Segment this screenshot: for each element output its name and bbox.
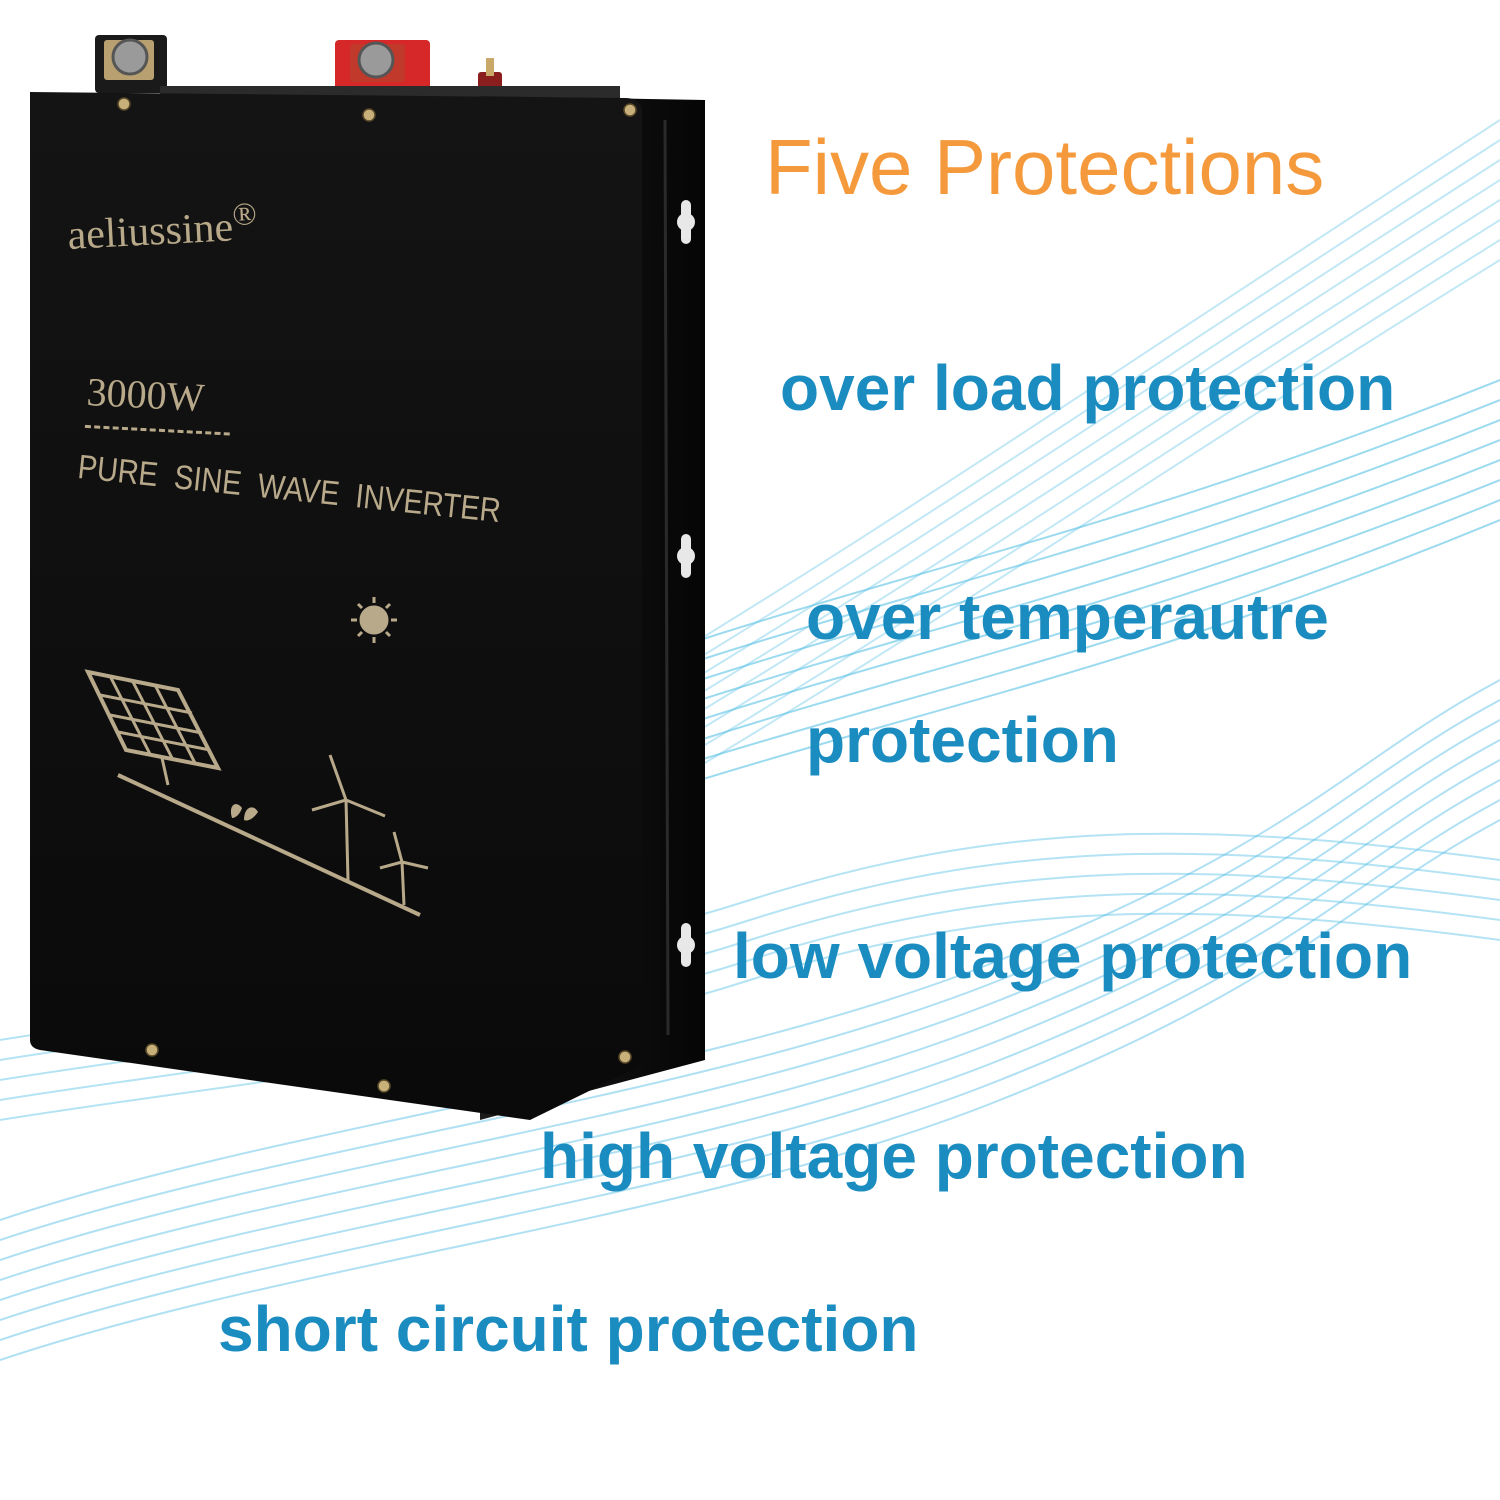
power-rating: 3000W bbox=[84, 368, 233, 436]
feature-over-temperature-line2: protection bbox=[806, 703, 1119, 776]
sun-icon bbox=[351, 597, 397, 643]
screw-icon bbox=[117, 97, 637, 1093]
product-brand: aeliussine® bbox=[66, 195, 259, 260]
headline: Five Protections bbox=[765, 123, 1325, 211]
wave-band-upper bbox=[599, 119, 1500, 785]
wave-band-middle bbox=[699, 379, 1500, 781]
brand-name: aeliussine bbox=[66, 204, 235, 259]
sprout-icon bbox=[230, 804, 258, 821]
solar-panel-icon bbox=[84, 669, 222, 786]
feature-over-temperature-line1: over temperautre bbox=[806, 581, 1329, 653]
registered-mark: ® bbox=[231, 195, 258, 233]
feature-over-temperature: over temperautre protection bbox=[806, 556, 1329, 802]
terminal-positive bbox=[335, 40, 430, 98]
inverter-front-face bbox=[30, 92, 642, 1120]
feature-high-voltage: high voltage protection bbox=[540, 1120, 1248, 1192]
feature-overload: over load protection bbox=[780, 352, 1396, 424]
wind-turbine-icon bbox=[311, 754, 429, 906]
wave-band-lower bbox=[0, 679, 1500, 1361]
feature-low-voltage: low voltage protection bbox=[733, 920, 1413, 992]
feature-short-circuit: short circuit protection bbox=[218, 1293, 919, 1365]
terminal-negative bbox=[95, 35, 167, 93]
ground-line bbox=[117, 773, 421, 917]
mounting-slot-icon bbox=[677, 200, 695, 967]
